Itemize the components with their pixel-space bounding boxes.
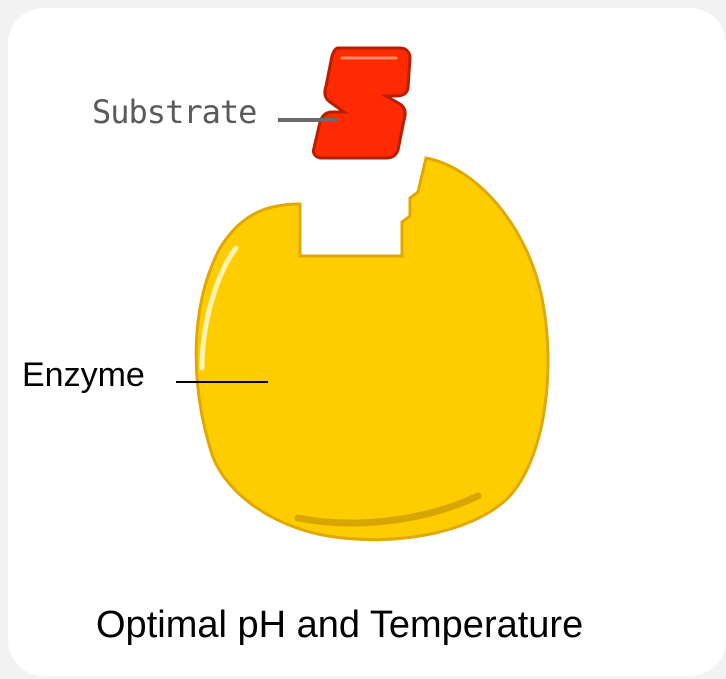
enzyme-shape [194, 156, 550, 542]
diagram-caption: Optimal pH and Temperature [96, 604, 584, 646]
diagram-card: Substrate Enzyme Optimal pH and Temperat… [8, 8, 726, 676]
substrate-label: Substrate [92, 93, 257, 131]
enzyme-substrate-diagram [176, 46, 550, 542]
enzyme-highlight [199, 245, 239, 371]
enzyme-shadow [294, 492, 482, 527]
substrate-shape [312, 46, 412, 160]
enzyme-label: Enzyme [22, 356, 145, 394]
